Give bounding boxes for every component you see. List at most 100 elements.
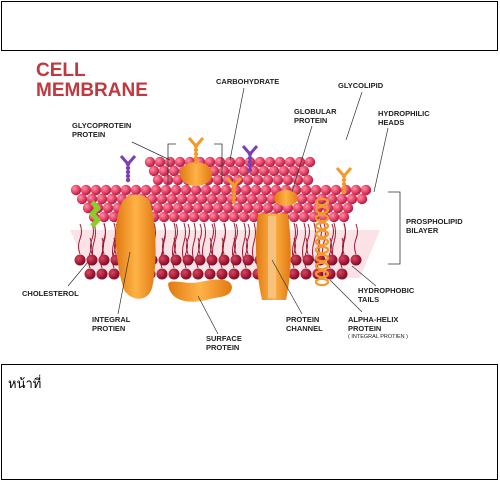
phospholipid-head [86, 254, 98, 266]
phospholipid-head [328, 211, 340, 223]
phospholipid-head [274, 156, 286, 168]
diagram-title-line1: CELL [36, 60, 86, 81]
phospholipid-head [268, 165, 280, 177]
phospholipid-head [166, 193, 178, 205]
phospholipid-head [130, 184, 142, 196]
phospholipid-head [154, 156, 166, 168]
phospholipid-head [162, 202, 174, 214]
phospholipid-head [302, 202, 314, 214]
label-hydrophobic-1: HYDROPHOBIC [358, 286, 415, 295]
sugar-unit [231, 195, 237, 201]
phospholipid-head [180, 184, 192, 196]
phospholipid-head [210, 184, 222, 196]
sugar-unit [193, 151, 199, 157]
sugar-unit [125, 177, 131, 183]
label-integral-1: INTEGRAL [92, 315, 131, 324]
phospholipid-head [320, 184, 332, 196]
phospholipid-head [216, 193, 228, 205]
phospholipid-head [160, 184, 172, 196]
alpha-helix-coil [314, 197, 330, 287]
phospholipid-head [90, 184, 102, 196]
phospholipid-head [294, 156, 306, 168]
sugar-unit [125, 173, 131, 179]
phospholipid-head [144, 156, 156, 168]
phospholipid-head [272, 202, 284, 214]
phospholipid-head [240, 184, 252, 196]
phospholipid-head [324, 268, 336, 280]
carbohydrate-chain [335, 167, 353, 195]
phospholipid-head [170, 254, 182, 266]
label-alpha-1: ALPHA-HELIX [348, 315, 398, 324]
function-answer-box[interactable]: หน้าที่ [1, 364, 498, 480]
phospholipid-head [156, 193, 168, 205]
label-surface-2: PROTEIN [206, 343, 239, 352]
phospholipid-head [74, 254, 86, 266]
label-globular-1: GLOBULAR [294, 107, 337, 116]
phospholipid-head [158, 165, 170, 177]
phospholipid-head [298, 165, 310, 177]
phospholipid-head [200, 184, 212, 196]
label-phospholipid-2: BILAYER [406, 226, 439, 235]
sugar-unit [341, 177, 347, 183]
phospholipid-head [256, 193, 268, 205]
phospholipid-head [140, 184, 152, 196]
phospholipid-head [238, 165, 250, 177]
label-carbohydrate: CARBOHYDRATE [216, 77, 279, 86]
label-alpha-2: PROTEIN [348, 324, 381, 333]
sugar-unit [193, 155, 199, 161]
phospholipid-head [96, 268, 108, 280]
phospholipid-head [230, 254, 242, 266]
phospholipid-head [248, 211, 260, 223]
sugar-unit [231, 199, 237, 205]
helix-turn [314, 221, 330, 231]
phospholipid-head [300, 268, 312, 280]
phospholipid-head [168, 211, 180, 223]
label-hydrophilic-2: HEADS [378, 118, 404, 127]
phospholipid-head [100, 184, 112, 196]
label-hydrophobic-2: TAILS [358, 295, 379, 304]
phospholipid-head [356, 193, 368, 205]
phospholipid-head [172, 202, 184, 214]
phospholipid-head [282, 174, 294, 186]
phospholipid-head [330, 184, 342, 196]
phospholipid-head [196, 193, 208, 205]
phospholipid-head [194, 254, 206, 266]
phospholipid-head [84, 268, 96, 280]
sugar-unit [247, 155, 253, 161]
phospholipid-head [292, 174, 304, 186]
surface-protein [168, 279, 232, 302]
phospholipid-head [96, 193, 108, 205]
phospholipid-head [228, 268, 240, 280]
phospholipid-tail [312, 222, 316, 262]
label-channel-2: CHANNEL [286, 324, 323, 333]
carbohydrate-chain [187, 137, 205, 165]
phospholipid-tail [192, 222, 196, 262]
helix-turn [314, 245, 330, 255]
phospholipid-head [216, 268, 228, 280]
phospholipid-head [108, 268, 120, 280]
label-phospholipid-1: PROSPHOLIPID [406, 217, 463, 226]
phospholipid-head [298, 211, 310, 223]
phospholipid-head [180, 268, 192, 280]
sugar-unit [231, 187, 237, 193]
phospholipid-head [152, 174, 164, 186]
phospholipid-head [156, 268, 168, 280]
sugar-unit [341, 189, 347, 195]
phospholipid-head [232, 202, 244, 214]
phospholipid-head [262, 202, 274, 214]
phospholipid-head [70, 184, 82, 196]
glycoprotein-bracket [167, 143, 223, 184]
phospholipid-head [250, 184, 262, 196]
phospholipid-head [278, 165, 290, 177]
phospholipid-head [106, 193, 118, 205]
phospholipid-head [242, 254, 254, 266]
phospholipid-head [338, 254, 350, 266]
function-label: หน้าที่ [8, 377, 42, 392]
phospholipid-head [176, 193, 188, 205]
sugar-unit [341, 181, 347, 187]
phospholipid-head [260, 184, 272, 196]
top-answer-box[interactable] [1, 1, 498, 51]
phospholipid-head [224, 156, 236, 168]
bilayer-bracket [388, 191, 401, 265]
phospholipid-head [228, 165, 240, 177]
